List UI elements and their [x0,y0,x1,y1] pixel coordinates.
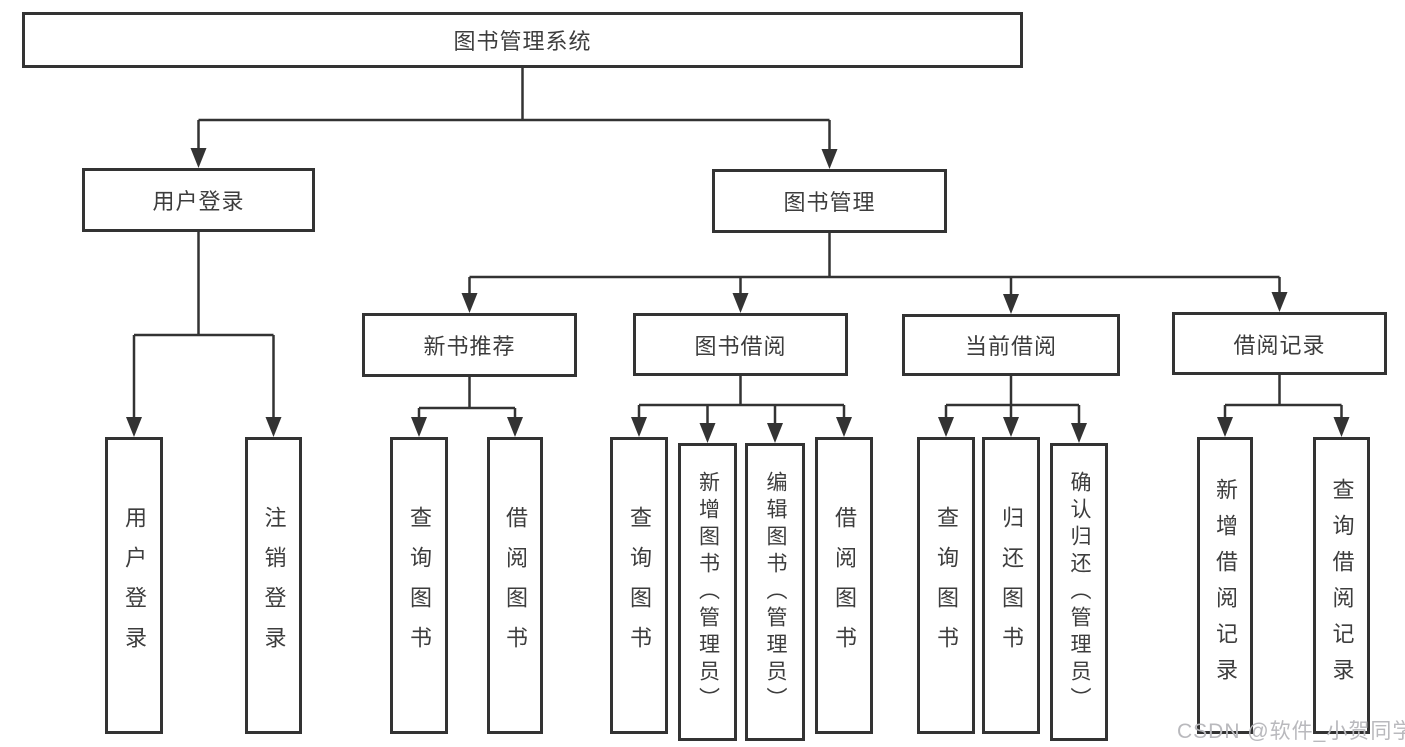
node-user-login: 用户登录 [82,168,315,232]
node-label: 新书推荐 [423,334,516,359]
leaf-label: 新增图书（管理员） [696,470,720,714]
leaf-query-books: 查询图书 [917,437,975,734]
leaf-label: 确认归还（管理员） [1068,470,1091,714]
leaf-logout: 注销登录 [245,437,302,734]
leaf-query-books: 查询图书 [610,437,668,734]
node-label: 图书借阅 [694,333,787,359]
arrow-down-icon [126,417,142,437]
node-new-book-recommend: 新书推荐 [362,313,577,377]
leaf-label: 查询图书 [407,505,432,666]
leaf-borrow-books: 借阅图书 [487,437,543,734]
leaf-borrow-books: 借阅图书 [815,437,873,734]
leaf-label: 借阅图书 [503,505,528,666]
arrow-down-icon [732,293,749,313]
leaf-add-books-admin: 新增图书（管理员） [678,443,737,741]
arrow-down-icon [1217,417,1233,437]
arrow-down-icon [190,148,207,168]
node-borrowing-records: 借阅记录 [1172,312,1387,375]
arrow-down-icon [1333,417,1350,437]
leaf-edit-books-admin: 编辑图书（管理员） [745,443,805,741]
arrow-down-icon [265,417,282,437]
arrow-down-icon [699,423,716,443]
arrow-down-icon [1003,294,1019,314]
node-label: 用户登录 [152,189,245,214]
node-label: 图书管理 [783,190,876,215]
arrow-down-icon [461,293,478,313]
leaf-return-books: 归还图书 [982,437,1040,734]
leaf-label: 注销登录 [261,505,287,666]
node-label: 借阅记录 [1233,332,1326,358]
arrow-down-icon [836,417,852,437]
leaf-query-books: 查询图书 [390,437,448,734]
arrow-down-icon [821,149,838,169]
leaf-label: 查询图书 [627,505,652,666]
arrow-down-icon [1071,423,1087,443]
leaf-label: 编辑图书（管理员） [764,470,787,714]
csdn-watermark: CSDN @软件_小贺同学 [1177,720,1405,743]
arrow-down-icon [1271,292,1288,312]
arrow-down-icon [1003,417,1019,437]
node-label: 当前借阅 [964,334,1057,359]
leaf-label: 新增借阅记录 [1213,477,1238,694]
node-book-management: 图书管理 [712,169,947,233]
leaf-user-login: 用户登录 [105,437,163,734]
arrow-down-icon [507,417,523,437]
node-current-borrowing: 当前借阅 [902,314,1120,376]
arrow-down-icon [938,417,954,437]
leaf-label: 用户登录 [122,505,147,666]
arrow-down-icon [631,417,647,437]
node-label: 图书管理系统 [453,29,592,54]
leaf-label: 借阅图书 [832,505,857,666]
node-book-borrowing: 图书借阅 [633,313,848,376]
arrow-down-icon [411,417,427,437]
leaf-label: 查询借阅记录 [1329,477,1355,694]
leaf-label: 归还图书 [999,505,1024,666]
node-library-management-system: 图书管理系统 [22,12,1023,68]
leaf-query-borrow-record: 查询借阅记录 [1313,437,1370,734]
leaf-label: 查询图书 [934,505,959,666]
leaf-confirm-return-admin: 确认归还（管理员） [1050,443,1108,741]
arrow-down-icon [767,423,783,443]
leaf-add-borrow-record: 新增借阅记录 [1197,437,1253,734]
